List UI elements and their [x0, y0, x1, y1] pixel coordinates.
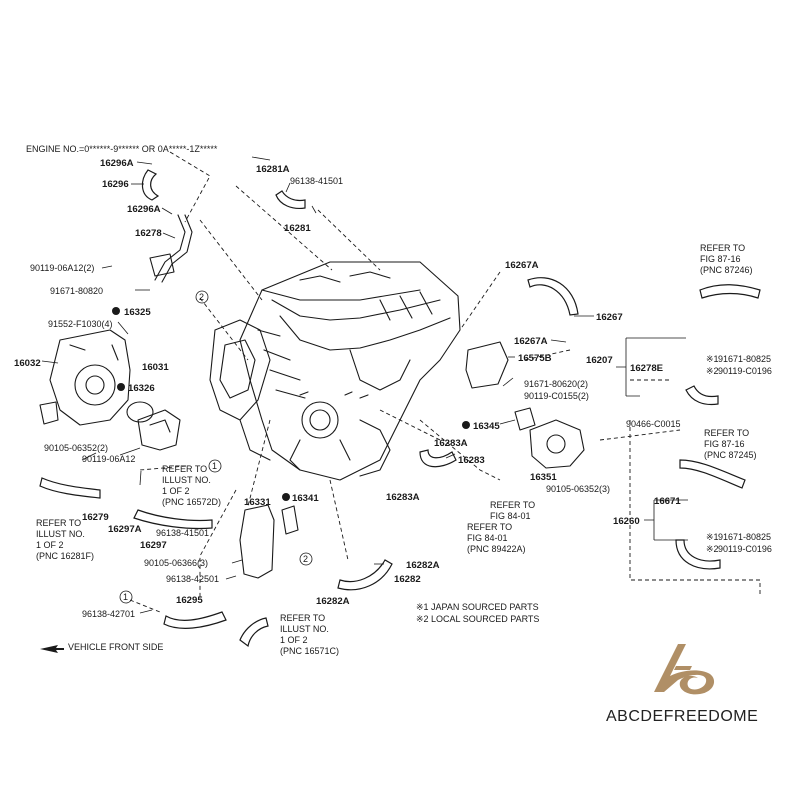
ref-fig84-01-b-line2: FIG 84-01	[467, 533, 508, 543]
note1-symbol-bottom: ※1	[706, 532, 719, 542]
pipe-16278	[149, 214, 193, 283]
ref-illust-16572D-line2: ILLUST NO.	[162, 475, 211, 485]
part-16281: 16281	[284, 223, 311, 234]
part-16295: 16295	[176, 595, 203, 606]
ref-markers	[112, 290, 470, 604]
engine-number-note: ENGINE NO.=0******-9****** OR 0A*****-1Z…	[26, 144, 218, 154]
part-16671: 16671	[654, 496, 681, 507]
part-16283: 16283	[458, 455, 485, 466]
part-16283A-top: 16283A	[434, 438, 468, 449]
part-16031: 16031	[142, 362, 169, 373]
part-91671-80820: 91671-80820	[50, 286, 103, 296]
part-90105-06366-3: 90105-06366(3)	[144, 558, 208, 568]
reference-lines	[129, 151, 761, 613]
marker-2-lower: 2	[303, 554, 308, 564]
part-90119-C0196-top: 90119-C0196	[718, 366, 772, 376]
part-16341: 16341	[292, 493, 319, 504]
bracket-16575B	[465, 341, 509, 389]
part-16325: 16325	[124, 307, 151, 318]
part-16297A: 16297A	[108, 524, 142, 535]
ref-fig87-16-mid-line3: (PNC 87245)	[704, 450, 757, 460]
water-inlet-16351	[514, 407, 585, 469]
part-16278E: 16278E	[630, 363, 664, 374]
part-96138-41501-mid: 96138-41501	[156, 528, 209, 538]
ref-illust-16571C-line2: ILLUST NO.	[280, 624, 329, 634]
marker-1-lower: 1	[123, 592, 128, 602]
part-96138-42501: 96138-42501	[166, 574, 219, 584]
note1-symbol-top: ※1	[706, 354, 719, 364]
part-91671-80825-top: 91671-80825	[718, 354, 771, 364]
ref-illust-16281F-line4: (PNC 16281F)	[36, 551, 94, 561]
marker-2-upper: 2	[199, 292, 204, 302]
part-16032: 16032	[14, 358, 41, 369]
note-local-sourced: ※2 LOCAL SOURCED PARTS	[416, 614, 539, 624]
ref-illust-16281F-line3: 1 OF 2	[36, 540, 64, 550]
part-16297: 16297	[140, 540, 167, 551]
part-90119-C0155-2: 90119-C0155(2)	[524, 391, 589, 401]
part-16279: 16279	[82, 512, 109, 523]
part-16296A-top: 16296A	[100, 158, 134, 169]
water-pump-assembly	[39, 329, 131, 426]
ref-illust-16572D-line4: (PNC 16572D)	[162, 497, 221, 507]
part-96138-41501-top: 96138-41501	[290, 176, 343, 186]
part-16351: 16351	[530, 472, 557, 483]
note2-symbol-bottom: ※2	[706, 544, 719, 554]
part-90119-06A12-2: 90119-06A12(2)	[30, 263, 94, 273]
part-91552-F1030-4: 91552-F1030(4)	[48, 319, 113, 329]
engine-block-illustration	[209, 261, 461, 481]
part-90466-C0015: 90466-C0015	[626, 419, 681, 429]
ref-fig84-01-a-line2: FIG 84-01	[490, 511, 531, 521]
part-16296: 16296	[102, 179, 129, 190]
marker-1-middle: 1	[212, 461, 217, 471]
brand-logo	[654, 644, 715, 695]
ref-fig87-16-top-line1: REFER TO	[700, 243, 745, 253]
ref-illust-16281F-line1: REFER TO	[36, 518, 81, 528]
part-16282A-bottom: 16282A	[316, 596, 350, 607]
thermostat-housing	[126, 401, 181, 451]
part-16296A-bottom: 16296A	[127, 204, 161, 215]
part-16331: 16331	[244, 497, 271, 508]
part-16326: 16326	[128, 383, 155, 394]
part-16267A-top: 16267A	[505, 260, 539, 271]
part-90119-06A12: 90119-06A12	[82, 454, 135, 464]
part-16282A-right: 16282A	[406, 560, 440, 571]
part-91671-80620-2: 91671-80620(2)	[524, 379, 588, 389]
part-96138-42701: 96138-42701	[82, 609, 135, 619]
ref-fig84-01-a-line1: REFER TO	[490, 500, 535, 510]
ref-fig87-16-top-line2: FIG 87-16	[700, 254, 741, 264]
part-16267A-mid: 16267A	[514, 336, 548, 347]
part-90105-06352-2: 90105-06352(2)	[44, 443, 108, 453]
part-16207: 16207	[586, 355, 613, 366]
ref-fig87-16-top-line3: (PNC 87246)	[700, 265, 753, 275]
brand-name: ABCDEFREEDOME	[606, 708, 759, 725]
part-90119-C0196-bottom: 90119-C0196	[718, 544, 772, 554]
part-16267: 16267	[596, 312, 623, 323]
part-16260: 16260	[613, 516, 640, 527]
ref-illust-16281F-line2: ILLUST NO.	[36, 529, 85, 539]
part-91671-80825-bottom: 91671-80825	[718, 532, 771, 542]
part-16283A-bottom: 16283A	[386, 492, 420, 503]
ref-illust-16571C-line1: REFER TO	[280, 613, 325, 623]
ref-illust-16571C-line3: 1 OF 2	[280, 635, 308, 645]
part-90105-06352-3: 90105-06352(3)	[546, 484, 610, 494]
water-outlet-16331	[239, 504, 299, 579]
hoses	[39, 169, 761, 648]
vehicle-front-side-label: VEHICLE FRONT SIDE	[68, 642, 163, 652]
vehicle-front-arrow	[40, 645, 64, 653]
ref-illust-16572D-line3: 1 OF 2	[162, 486, 190, 496]
note2-symbol-top: ※2	[706, 366, 719, 376]
leader-lines	[41, 156, 688, 614]
part-16281A: 16281A	[256, 164, 290, 175]
ref-fig87-16-mid-line1: REFER TO	[704, 428, 749, 438]
part-16282: 16282	[394, 574, 421, 585]
ref-fig87-16-mid-line2: FIG 87-16	[704, 439, 745, 449]
note-japan-sourced: ※1 JAPAN SOURCED PARTS	[416, 602, 539, 612]
part-16345: 16345	[473, 421, 500, 432]
part-16278: 16278	[135, 228, 162, 239]
ref-fig84-01-b-line1: REFER TO	[467, 522, 512, 532]
ref-illust-16572D-line1: REFER TO	[162, 464, 207, 474]
ref-illust-16571C-line4: (PNC 16571C)	[280, 646, 339, 656]
part-16575B: 16575B	[518, 353, 552, 364]
ref-fig84-01-b-line3: (PNC 89422A)	[467, 544, 526, 554]
